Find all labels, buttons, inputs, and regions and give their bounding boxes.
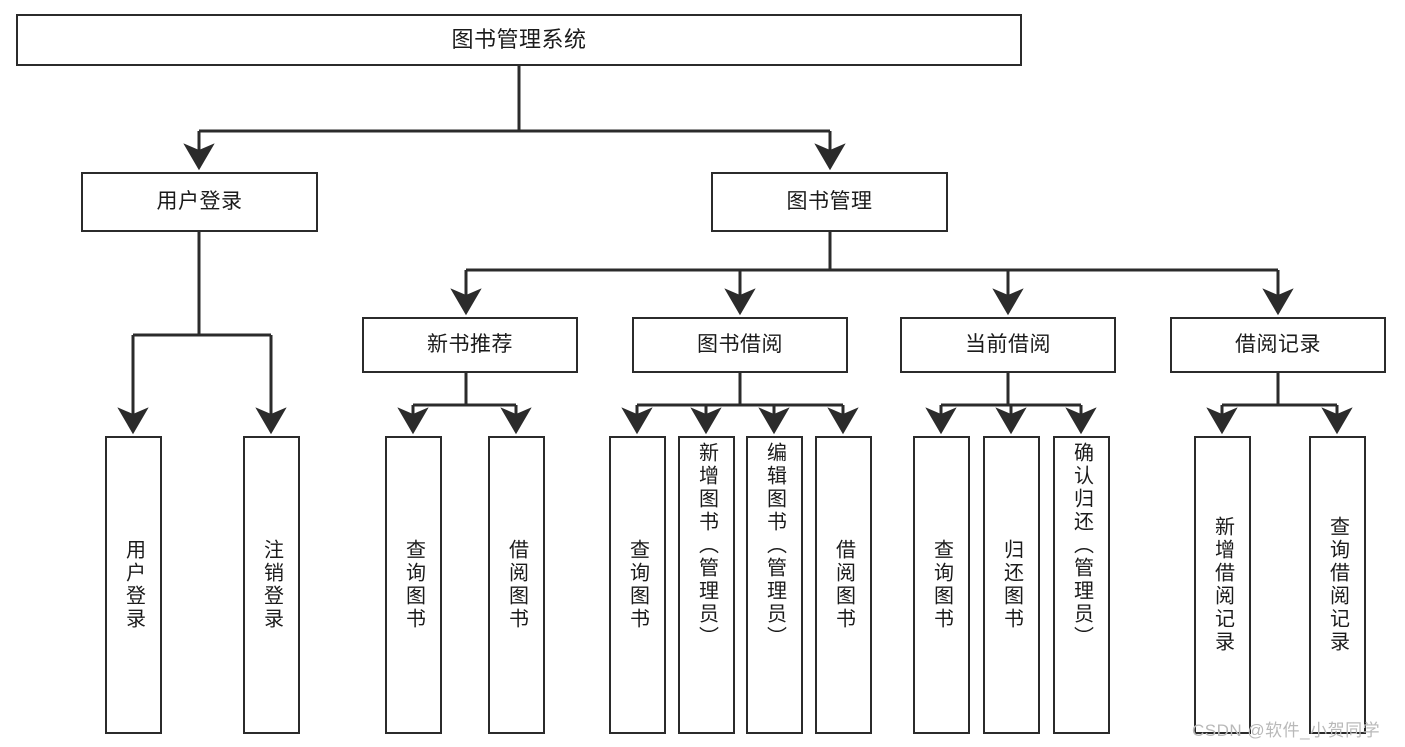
node-label-new-book-recommend: 新书推荐	[427, 332, 513, 356]
node-label-leaf-user-login: 用户登录	[122, 539, 145, 631]
node-label-book-borrow: 图书借阅	[697, 332, 783, 356]
node-label-leaf-return-book: 归还图书	[1000, 539, 1023, 631]
node-label-book-manage: 图书管理	[786, 189, 873, 213]
csdn-watermark: CSDN @软件_小贺同学	[1192, 721, 1381, 740]
node-leaf-borrow-book-1[interactable]: 借阅图书	[488, 436, 545, 734]
node-label-current-borrow: 当前借阅	[965, 332, 1051, 356]
node-label-leaf-add-record: 新增借阅记录	[1211, 516, 1234, 654]
node-leaf-query-book-1[interactable]: 查询图书	[385, 436, 442, 734]
node-new-book-recommend[interactable]: 新书推荐	[362, 317, 578, 373]
node-root-system[interactable]: 图书管理系统	[16, 14, 1022, 66]
node-leaf-confirm-return[interactable]: 确认归还（管理员）	[1053, 436, 1110, 734]
node-leaf-add-book[interactable]: 新增图书（管理员）	[678, 436, 735, 734]
node-label-leaf-confirm-return: 确认归还（管理员）	[1070, 442, 1093, 649]
node-label-leaf-edit-book: 编辑图书（管理员）	[763, 442, 786, 649]
node-label-leaf-query-book-2: 查询图书	[626, 539, 649, 631]
node-leaf-query-book-3[interactable]: 查询图书	[913, 436, 970, 734]
node-label-leaf-add-book: 新增图书（管理员）	[695, 442, 718, 649]
node-leaf-query-record[interactable]: 查询借阅记录	[1309, 436, 1366, 734]
node-borrow-record[interactable]: 借阅记录	[1170, 317, 1386, 373]
node-user-login[interactable]: 用户登录	[81, 172, 318, 232]
node-book-manage[interactable]: 图书管理	[711, 172, 948, 232]
node-leaf-return-book[interactable]: 归还图书	[983, 436, 1040, 734]
node-label-borrow-record: 借阅记录	[1235, 332, 1321, 356]
node-label-leaf-borrow-book-1: 借阅图书	[505, 539, 528, 631]
node-current-borrow[interactable]: 当前借阅	[900, 317, 1116, 373]
node-leaf-user-login[interactable]: 用户登录	[105, 436, 162, 734]
node-leaf-user-logout[interactable]: 注销登录	[243, 436, 300, 734]
node-label-user-login: 用户登录	[156, 189, 243, 213]
node-label-leaf-borrow-book-2: 借阅图书	[832, 539, 855, 631]
node-leaf-borrow-book-2[interactable]: 借阅图书	[815, 436, 872, 734]
node-label-leaf-query-book-3: 查询图书	[930, 539, 953, 631]
node-leaf-edit-book[interactable]: 编辑图书（管理员）	[746, 436, 803, 734]
node-book-borrow[interactable]: 图书借阅	[632, 317, 848, 373]
node-leaf-query-book-2[interactable]: 查询图书	[609, 436, 666, 734]
node-label-leaf-query-record: 查询借阅记录	[1326, 516, 1349, 654]
node-leaf-add-record[interactable]: 新增借阅记录	[1194, 436, 1251, 734]
node-label-leaf-user-logout: 注销登录	[260, 539, 283, 631]
node-label-leaf-query-book-1: 查询图书	[402, 539, 425, 631]
node-label-root: 图书管理系统	[451, 27, 587, 53]
